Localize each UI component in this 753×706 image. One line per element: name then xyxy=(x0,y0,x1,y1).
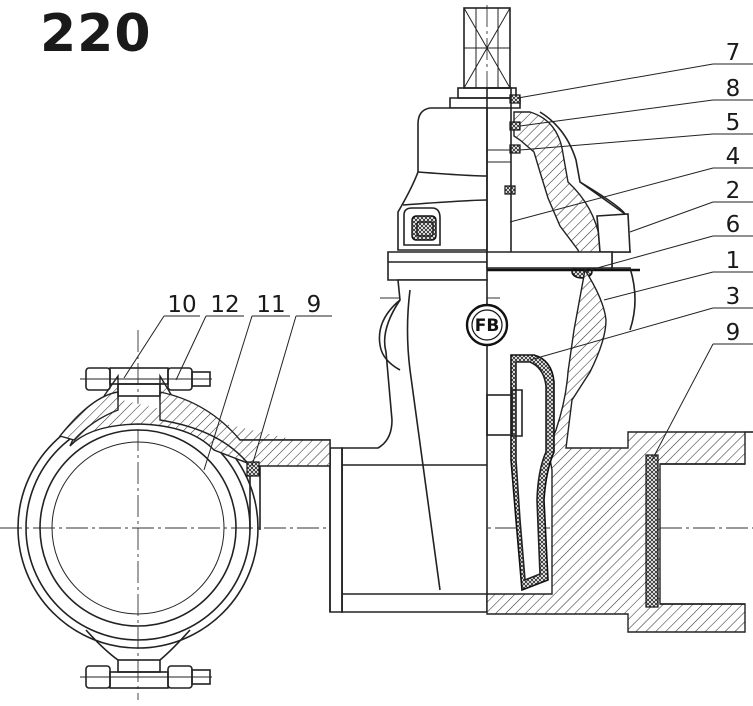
valve-body-outside xyxy=(329,279,488,613)
callout-7: 7 xyxy=(726,40,741,66)
callout-9-left: 9 xyxy=(307,292,322,318)
callout-6: 6 xyxy=(726,212,741,238)
fb-logo: FB xyxy=(465,303,509,347)
callout-ledgers xyxy=(164,63,753,345)
callout-3: 3 xyxy=(726,284,741,310)
bonnet-flange xyxy=(387,251,640,281)
bonnet-outside xyxy=(397,107,488,251)
callout-2: 2 xyxy=(726,178,741,204)
callout-10: 10 xyxy=(167,292,196,318)
callout-12: 12 xyxy=(210,292,239,318)
callout-11: 11 xyxy=(256,292,285,318)
callout-1: 1 xyxy=(726,248,741,274)
callout-8: 8 xyxy=(726,76,741,102)
bonnet-section xyxy=(486,87,631,279)
valve-body-section xyxy=(486,267,753,633)
logo-text: FB xyxy=(475,316,500,336)
callout-5: 5 xyxy=(726,110,741,136)
callout-9-right: 9 xyxy=(726,320,741,346)
callout-4: 4 xyxy=(726,144,741,170)
pipe-clamp xyxy=(17,367,331,689)
drawing-number: 220 xyxy=(40,4,152,64)
operating-nut xyxy=(449,7,521,109)
callout-labels: 7 8 5 4 2 6 1 3 9 10 12 11 9 xyxy=(167,40,740,346)
leader-lines xyxy=(123,63,714,471)
